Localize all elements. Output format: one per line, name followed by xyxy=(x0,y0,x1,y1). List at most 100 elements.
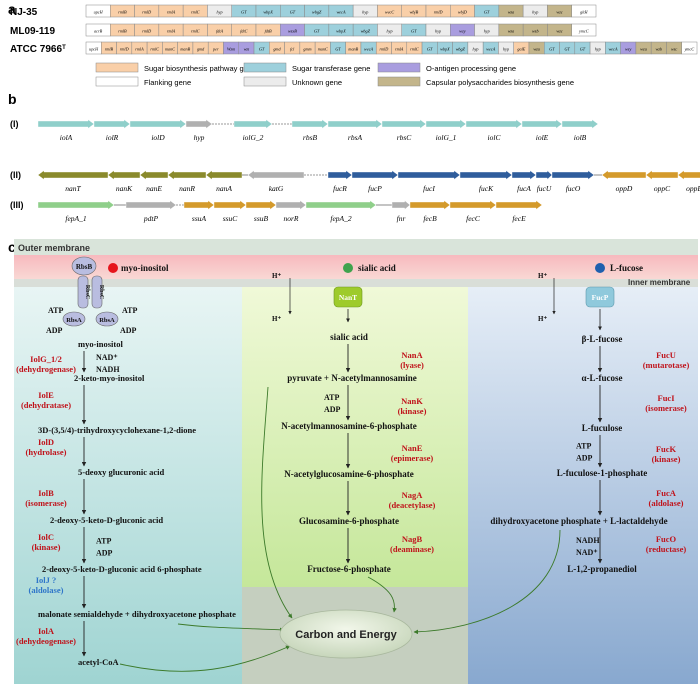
operon-gene-label: iolD xyxy=(151,133,165,142)
gene-label: GT xyxy=(549,47,555,52)
operon-gene-iolD xyxy=(129,119,187,129)
gene-label: wecA xyxy=(486,47,496,52)
gene-label: wzb xyxy=(656,47,663,52)
gene-label: GT xyxy=(259,47,265,52)
operon-gene-label: nanA xyxy=(216,184,232,193)
legend-label: Sugar transferase gene xyxy=(292,64,370,73)
gene-label: ymcC xyxy=(578,29,589,34)
gene-label: GT xyxy=(314,29,320,34)
rbsc-label: RbsC xyxy=(84,285,90,299)
operon-gene-label: iolB xyxy=(574,133,587,142)
operon-gene-label: hyp xyxy=(194,133,205,142)
enzyme-role: (deaminase) xyxy=(390,544,434,554)
operon-gene-hyp xyxy=(185,119,213,129)
sialic-compound: N-acetylglucosamine-6-phosphate xyxy=(284,469,414,479)
gene-label: hyp xyxy=(387,29,393,34)
enzyme-name: IolC xyxy=(38,532,54,542)
operon-gene-fucK xyxy=(459,170,513,180)
enzyme-name: IolA xyxy=(38,626,55,636)
gene-label: ymcC xyxy=(684,47,695,52)
cofactor: NAD⁺ xyxy=(576,548,598,557)
enzyme-role: (isomerase) xyxy=(645,403,687,413)
inner-membrane-band xyxy=(14,279,698,287)
enzyme-role: (dehydrogenase) xyxy=(16,364,76,374)
gene-label: hyp xyxy=(532,10,538,15)
gene-label: rmlD xyxy=(434,10,443,15)
gene-label: wecA xyxy=(336,10,346,15)
legend-swatch-s xyxy=(95,62,139,73)
atp-label: ATP xyxy=(122,306,138,315)
carbon-energy-node xyxy=(279,609,413,659)
sialic-region xyxy=(242,287,468,587)
panel-a-label: a xyxy=(8,1,16,17)
gene-label: upcH xyxy=(89,47,99,52)
gene-label: wbgZ xyxy=(456,47,466,52)
legend-swatch-c xyxy=(377,76,421,87)
fucose-compound: dihydroxyacetone phosphate + L-lactaldeh… xyxy=(490,516,667,526)
gene-label: upcH xyxy=(94,10,104,15)
gene-box-ymcC xyxy=(681,41,698,55)
gene-label: rmlA xyxy=(135,47,144,52)
operon-gene-nanT xyxy=(37,170,109,180)
legend-label: O-antigen processing gene xyxy=(426,64,516,73)
gene-box-ymcC xyxy=(571,23,597,37)
adp-label: ADP xyxy=(120,326,137,335)
operon-gene-label: ssuA xyxy=(192,214,207,223)
panel-b-label: b xyxy=(8,91,17,107)
fucose-compound: α-L-fucose xyxy=(581,373,622,383)
enzyme-role: (mutarotase) xyxy=(643,360,690,370)
gene-label: rmlA xyxy=(167,29,176,34)
enzyme-role: (kinase) xyxy=(32,542,61,552)
fucose-compound: L-fuculose-1-phosphate xyxy=(557,468,648,478)
operon-gene-nanE xyxy=(139,170,169,180)
legend-swatch-o xyxy=(377,62,421,73)
gene-label: wbjB xyxy=(410,10,419,15)
operon-gene-fucR xyxy=(327,170,353,180)
operon-gene-label: iolC xyxy=(488,133,502,142)
fucose-outside: L-fucose xyxy=(610,263,643,273)
gene-label: wecA xyxy=(608,47,618,52)
gene-label: wza xyxy=(640,47,647,52)
gene-label: per xyxy=(212,47,219,52)
gene-label: wbjD xyxy=(458,10,467,15)
gene-label: wzc xyxy=(671,47,677,52)
operon-gene-katG xyxy=(247,170,305,180)
myo-inositol-outside: myo-inositol xyxy=(121,263,169,273)
inositol-compound: 2-deoxy-5-keto-D-gluconic acid 6-phospha… xyxy=(42,564,202,574)
enzyme-name: NagB xyxy=(402,534,423,544)
gene-label: hyp xyxy=(217,10,223,15)
operon-gene-fepA_2 xyxy=(305,200,377,210)
h-plus: H⁺ xyxy=(538,315,547,323)
operon-gene-iolR xyxy=(93,119,131,129)
operon-gene-nanK xyxy=(107,170,141,180)
operon-gene-fepA_1 xyxy=(37,200,115,210)
gene-label: wbpX xyxy=(336,29,346,34)
gene-label: GT xyxy=(290,10,296,15)
gene-label: galE xyxy=(517,47,525,52)
operon-gene-label: iolR xyxy=(106,133,119,142)
enzyme-role: (epimerase) xyxy=(391,453,434,463)
fucp-transporter xyxy=(585,286,615,308)
gene-label: Wzm xyxy=(227,47,235,52)
sialic-compound: N-acetylmannosamine-6-phosphate xyxy=(281,421,417,431)
flux-curve xyxy=(177,623,285,633)
operon-gene-label: nanE xyxy=(146,184,162,193)
operon-gene-ssuA xyxy=(183,200,215,210)
panel-c-label: c xyxy=(8,239,16,255)
operon-gene-rbsA xyxy=(327,119,383,129)
enzyme-name: NagA xyxy=(402,490,424,500)
gene-label: rmlC xyxy=(410,47,419,52)
inositol-compound: malonate semialdehyde + dihydroxyacetone… xyxy=(38,609,236,619)
enzyme-role: (aldolase) xyxy=(29,585,64,595)
operon-gene-label: norR xyxy=(284,214,299,223)
operon-gene-fecE xyxy=(495,200,543,210)
fucose-compound: L-1,2-propanediol xyxy=(567,564,637,574)
operon-gene-label: nanR xyxy=(179,184,195,193)
gene-label: wbpX xyxy=(263,10,273,15)
nant-label: NanT xyxy=(339,293,357,302)
rbsa-protein-right xyxy=(95,311,119,327)
flux-curve xyxy=(367,576,397,613)
enzyme-name: NanE xyxy=(402,443,423,453)
